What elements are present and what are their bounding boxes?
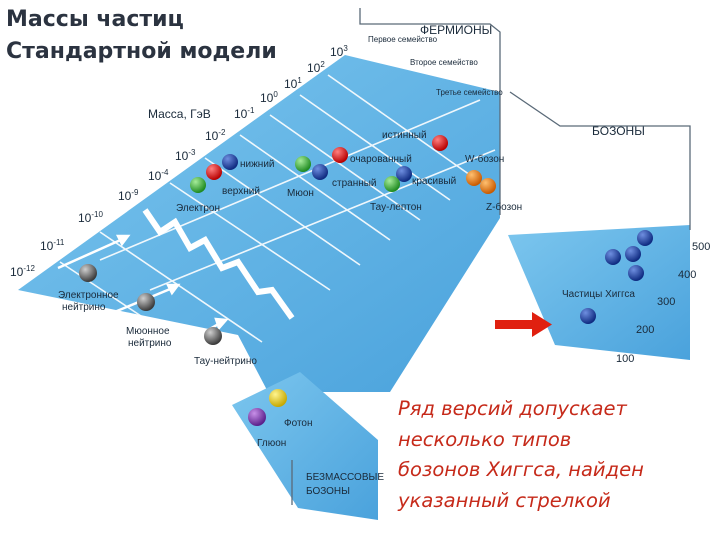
higgs-ball-5 [580, 308, 596, 324]
caption-line: бозонов Хиггса, найден [398, 458, 644, 481]
title-line-1: Массы частиц [6, 7, 184, 32]
strange-quark-label: странный [332, 178, 377, 189]
photon-label: Фотон [284, 418, 313, 429]
caption-line: Ряд версий допускает [398, 397, 627, 420]
electron-ball [190, 177, 206, 193]
mass-tick: 10-1 [234, 106, 255, 121]
higgs-ball-3 [625, 246, 641, 262]
bosons-frame [509, 91, 691, 230]
gluon-label: Глюон [257, 438, 286, 449]
higgs-ball-4 [628, 265, 644, 281]
mass-tick: 10-4 [148, 168, 169, 183]
caption-note: Ряд версий допускает несколько типов боз… [398, 394, 718, 516]
muon-label: Мюон [287, 188, 314, 199]
charm-quark-ball [332, 147, 348, 163]
w-boson-label: W-бозон [465, 153, 504, 165]
up-quark-ball [206, 164, 222, 180]
massless-plane [232, 372, 378, 520]
down-quark-ball [222, 154, 238, 170]
higgs-plane [508, 225, 690, 360]
mass-tick: 10-3 [175, 148, 196, 163]
higgs-tick: 500 [692, 241, 710, 253]
muon-ball [295, 156, 311, 172]
mass-tick: 103 [330, 44, 348, 59]
higgs-tick: 300 [657, 296, 675, 308]
tau-neutrino-label: Тау-нейтрино [194, 356, 257, 367]
higgs-tick: 400 [678, 269, 696, 281]
higgs-ball-1 [637, 230, 653, 246]
top-quark-label: истинный [382, 130, 427, 141]
grid-lines [59, 74, 496, 373]
up-quark-label: верхний [222, 186, 260, 197]
fermions-frame [359, 8, 501, 215]
bottom-quark-ball [396, 166, 412, 182]
top-quark-ball [432, 135, 448, 151]
massless-label-1: БЕЗМАССОВЫЕ [306, 472, 384, 483]
neutrino-arrows [57, 234, 229, 354]
mass-tick: 101 [284, 76, 302, 91]
neutrino-tau-ball [204, 327, 222, 345]
bosons-header: БОЗОНЫ [592, 124, 645, 138]
higgs-tick: 200 [636, 324, 654, 336]
gluon-ball [248, 408, 266, 426]
neutrino-mu-ball [137, 293, 155, 311]
mass-tick: 102 [307, 60, 325, 75]
photon-ball [269, 389, 287, 407]
mass-tick: 10-9 [118, 188, 139, 203]
mass-tick: 10-2 [205, 128, 226, 143]
particles [79, 135, 653, 426]
charm-quark-label: очарованный [350, 154, 412, 165]
mass-tick: 10-10 [78, 210, 103, 225]
red-pointer-arrow [495, 312, 552, 337]
w-boson-ball [466, 170, 482, 186]
mass-tick: 10-11 [40, 238, 65, 253]
title-line-2: Стандартной модели [6, 38, 277, 64]
mass-axis: 10-12 10-11 10-10 10-9 10-4 10-3 10-2 10… [10, 44, 348, 279]
family-3-label: Третье семейство [436, 88, 503, 97]
electron-label: Электрон [176, 203, 220, 214]
massless-label-2: БОЗОНЫ [306, 486, 350, 497]
neutrino-e-ball [79, 264, 97, 282]
mass-tick: 10-12 [10, 264, 35, 279]
fermions-header: ФЕРМИОНЫ [420, 23, 492, 37]
particle-labels: нижний верхний Электрон Мюон странный оч… [176, 130, 635, 449]
family-2-label: Второе семейство [410, 58, 478, 67]
mass-plane [18, 55, 500, 392]
scale-break [142, 208, 295, 320]
mass-axis-label: Масса, ГэВ [148, 107, 211, 121]
z-boson-label: Z-бозон [486, 201, 522, 213]
caption-line: несколько типов [398, 427, 572, 451]
tau-ball [384, 176, 400, 192]
higgs-scale: 500 400 300 200 100 [616, 241, 710, 365]
caption-line: указанный стрелкой [398, 488, 611, 512]
page-title: Массы частиц Стандартной модели [6, 4, 277, 68]
strange-quark-ball [312, 164, 328, 180]
mass-tick: 100 [260, 90, 278, 105]
bottom-quark-label: красивый [412, 176, 456, 187]
higgs-ball-2 [605, 249, 621, 265]
higgs-tick: 100 [616, 353, 634, 365]
higgs-label: Частицы Хиггса [562, 289, 635, 300]
tau-label: Тау-лептон [370, 202, 422, 213]
down-quark-label: нижний [240, 159, 275, 170]
family-1-label: Первое семейство [368, 35, 438, 44]
z-boson-ball [480, 178, 496, 194]
